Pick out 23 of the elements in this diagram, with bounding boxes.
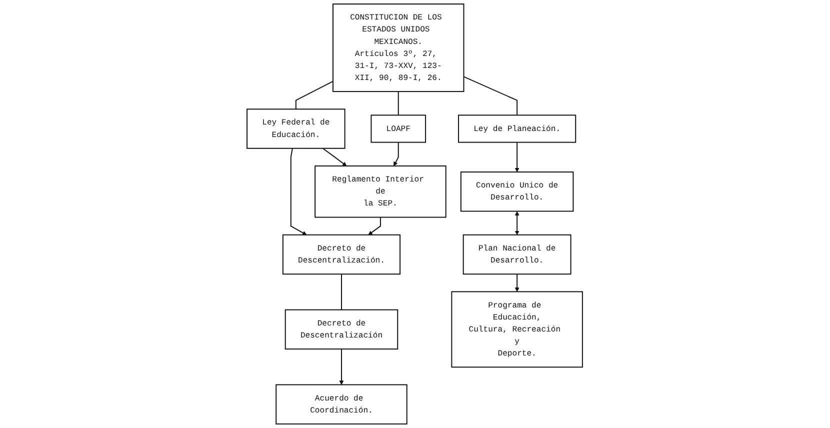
node-box: LOAPF (370, 114, 426, 143)
connector (464, 76, 518, 116)
node-box: Decreto de Descentralización (285, 309, 398, 350)
connector (341, 274, 342, 310)
connector (398, 92, 400, 116)
arrow (515, 211, 520, 236)
arrow (368, 217, 382, 236)
arrow (290, 148, 308, 236)
node-box: Convenio Unico de Desarrollo. (460, 172, 574, 212)
arrow (394, 142, 400, 166)
arrow (515, 274, 520, 292)
node-box: Ley de Planeación. (458, 114, 576, 143)
node-box: Decreto de Descentralización. (282, 234, 401, 275)
connector (296, 80, 334, 110)
node-box: CONSTITUCION DE LOS ESTADOS UNIDOS MEXICANOS. Artículos 3º, 27, 31-I, 73-XXV, 123-XII, 90, 89-I, 26. (332, 4, 465, 92)
arrow (322, 148, 347, 166)
node-box: Plan Nacional de Desarrollo. (463, 234, 572, 275)
node-box: Reglamento Interior de la SEP. (314, 165, 447, 218)
node-box: Acuerdo de Coordinación. (276, 384, 408, 424)
node-box: Ley Federal de Educación. (246, 108, 346, 149)
node-box: Programa de Educación, Cultura, Recreación y Deporte. (451, 291, 584, 368)
arrow (515, 142, 520, 172)
arrow (340, 349, 344, 385)
